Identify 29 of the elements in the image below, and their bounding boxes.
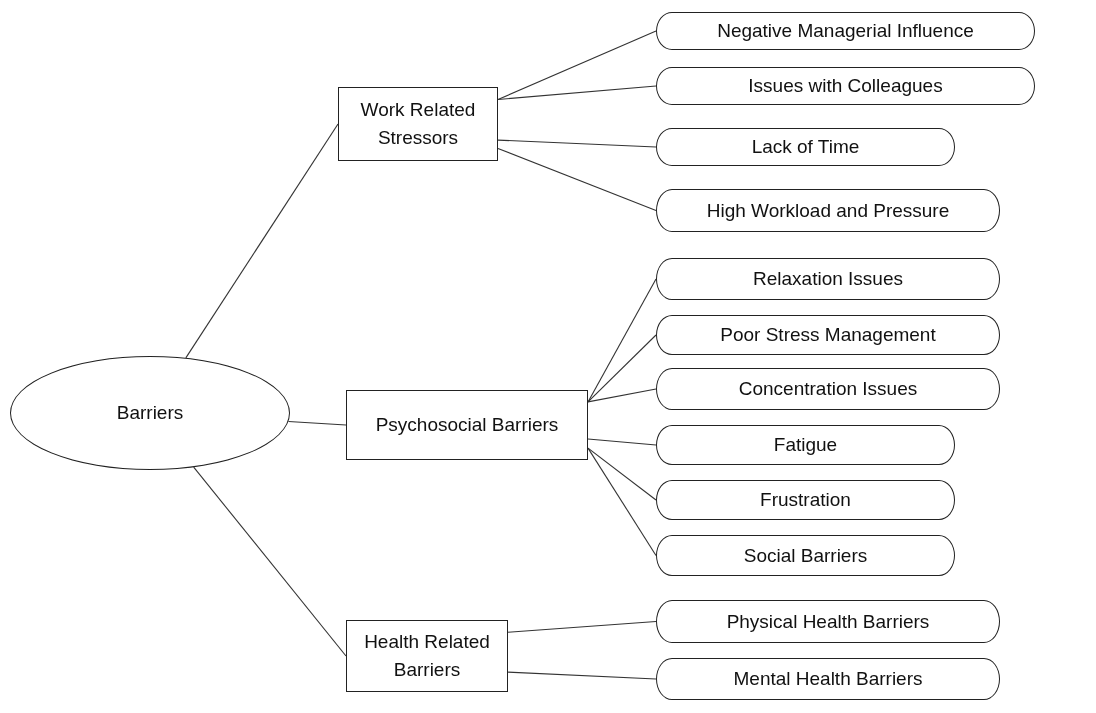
category-box: Health Related Barriers [346,620,508,692]
connector-line [497,139,657,148]
connector-line [507,620,657,633]
leaf-box: Fatigue [656,425,955,465]
root-ellipse: Barriers [10,356,290,470]
leaf-box: Frustration [656,480,955,520]
category-box: Psychosocial Barriers [346,390,588,460]
leaf-box: Concentration Issues [656,368,1000,410]
connector-line [497,30,657,101]
leaf-box: Lack of Time [656,128,955,166]
leaf-box: Mental Health Barriers [656,658,1000,700]
connector-line [587,438,657,446]
connector-line [587,447,657,501]
leaf-box: Relaxation Issues [656,258,1000,300]
leaf-box: Poor Stress Management [656,315,1000,355]
connector-line [507,671,657,680]
leaf-box: Negative Managerial Influence [656,12,1035,50]
connector-line [287,420,347,426]
category-box: Work Related Stressors [338,87,498,161]
leaf-box: Social Barriers [656,535,955,576]
connector-line [587,447,657,557]
leaf-box: Physical Health Barriers [656,600,1000,643]
leaf-box: Issues with Colleagues [656,67,1035,105]
connector-line [193,466,347,657]
connector-line [587,334,657,403]
leaf-box: High Workload and Pressure [656,189,1000,232]
connector-line [587,388,657,403]
connector-line [497,85,657,101]
connector-line [497,147,657,212]
